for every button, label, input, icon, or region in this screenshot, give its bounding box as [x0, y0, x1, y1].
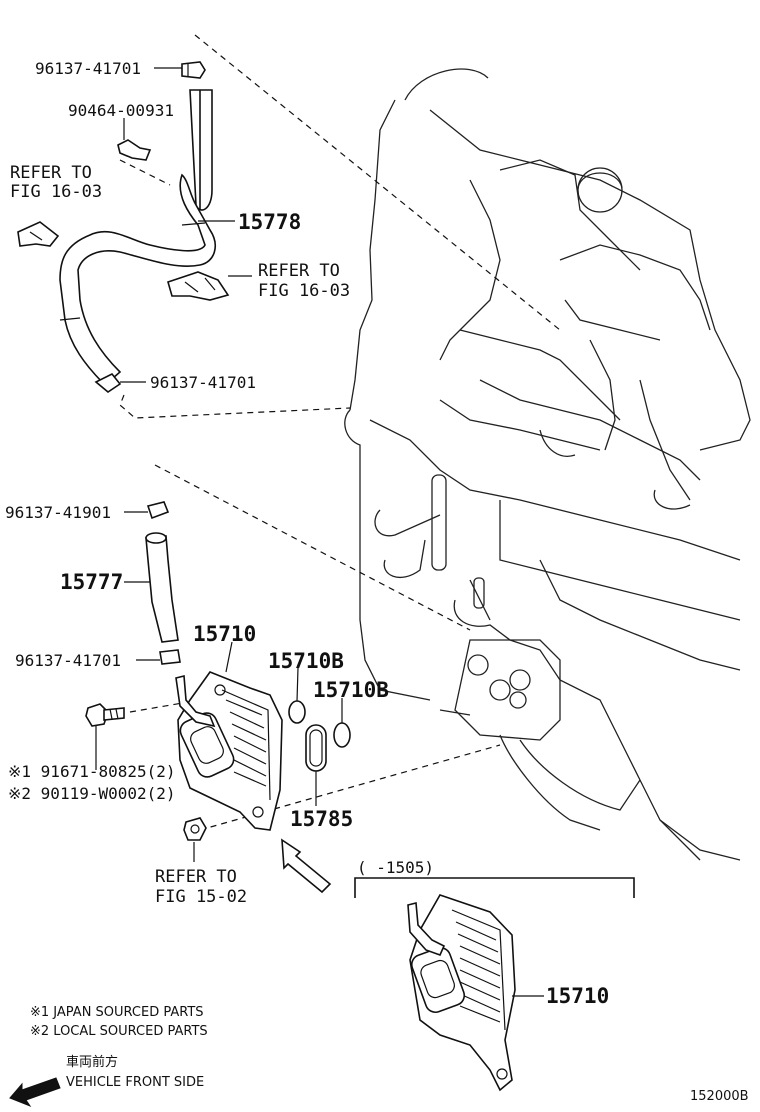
clip-mid[interactable] — [94, 372, 122, 393]
nut[interactable] — [183, 817, 207, 841]
oil-cooler-alt[interactable] — [407, 894, 516, 1092]
note-front-en: VEHICLE FRONT SIDE — [66, 1075, 204, 1090]
label-cooler[interactable]: 15710 — [193, 622, 256, 646]
label-range: ( -1505) — [357, 858, 434, 877]
label-clip-lower[interactable]: 96137-41901 — [5, 503, 111, 522]
clip-lower[interactable] — [146, 501, 170, 520]
label-refer-left-1[interactable]: REFER TO — [10, 163, 92, 183]
label-refer-bot-2[interactable]: FIG 15-02 — [155, 887, 247, 907]
note-front-jp: 車両前方 — [66, 1054, 118, 1070]
bracket-mid[interactable] — [167, 271, 230, 301]
notes: ※1 JAPAN SOURCED PARTS ※2 LOCAL SOURCED … — [9, 1005, 749, 1108]
leader-lines — [95, 67, 544, 997]
label-refer-bot-1[interactable]: REFER TO — [155, 867, 237, 887]
note-japan: ※1 JAPAN SOURCED PARTS — [30, 1005, 204, 1020]
label-clip-top[interactable]: 96137-41701 — [35, 59, 141, 78]
clip-top[interactable] — [181, 61, 206, 79]
bolt[interactable] — [85, 703, 125, 727]
hose-15778[interactable] — [59, 89, 216, 387]
label-gasket-2[interactable]: 15710B — [313, 678, 389, 702]
note-local: ※2 LOCAL SOURCED PARTS — [30, 1024, 208, 1039]
label-clip-cooler[interactable]: 96137-41701 — [15, 651, 121, 670]
clip-cooler[interactable] — [159, 649, 181, 665]
label-hose-lower[interactable]: 15777 — [60, 570, 123, 594]
view-arrow — [281, 838, 332, 894]
figure-id: 152000B — [690, 1089, 749, 1104]
engine-block — [344, 68, 751, 861]
gasket-2[interactable] — [333, 722, 351, 748]
hose-15777[interactable] — [145, 532, 179, 643]
clamp-90464[interactable] — [117, 139, 152, 161]
oil-cooler-main[interactable] — [175, 671, 283, 831]
label-refer-mid-1[interactable]: REFER TO — [258, 261, 340, 281]
part-labels: 96137-41701 90464-00931 REFER TO FIG 16-… — [5, 59, 609, 1008]
oring-15785[interactable] — [305, 724, 327, 772]
label-clamp-top[interactable]: 90464-00931 — [68, 101, 174, 120]
bracket-left[interactable] — [17, 221, 60, 247]
label-cooler-alt[interactable]: 15710 — [546, 984, 609, 1008]
label-gasket-1[interactable]: 15710B — [268, 649, 344, 673]
range-bracket — [354, 877, 635, 898]
label-hose-upper[interactable]: 15778 — [238, 210, 301, 234]
label-oring[interactable]: 15785 — [290, 807, 353, 831]
label-bolt-1[interactable]: ※1 91671-80825(2) — [8, 762, 176, 781]
label-bolt-2[interactable]: ※2 90119-W0002(2) — [8, 784, 176, 803]
gasket-1[interactable] — [288, 700, 306, 724]
label-refer-mid-2[interactable]: FIG 16-03 — [258, 281, 350, 301]
label-clip-mid[interactable]: 96137-41701 — [150, 373, 256, 392]
label-refer-left-2[interactable]: FIG 16-03 — [10, 182, 102, 202]
front-arrow-icon — [9, 1077, 61, 1108]
